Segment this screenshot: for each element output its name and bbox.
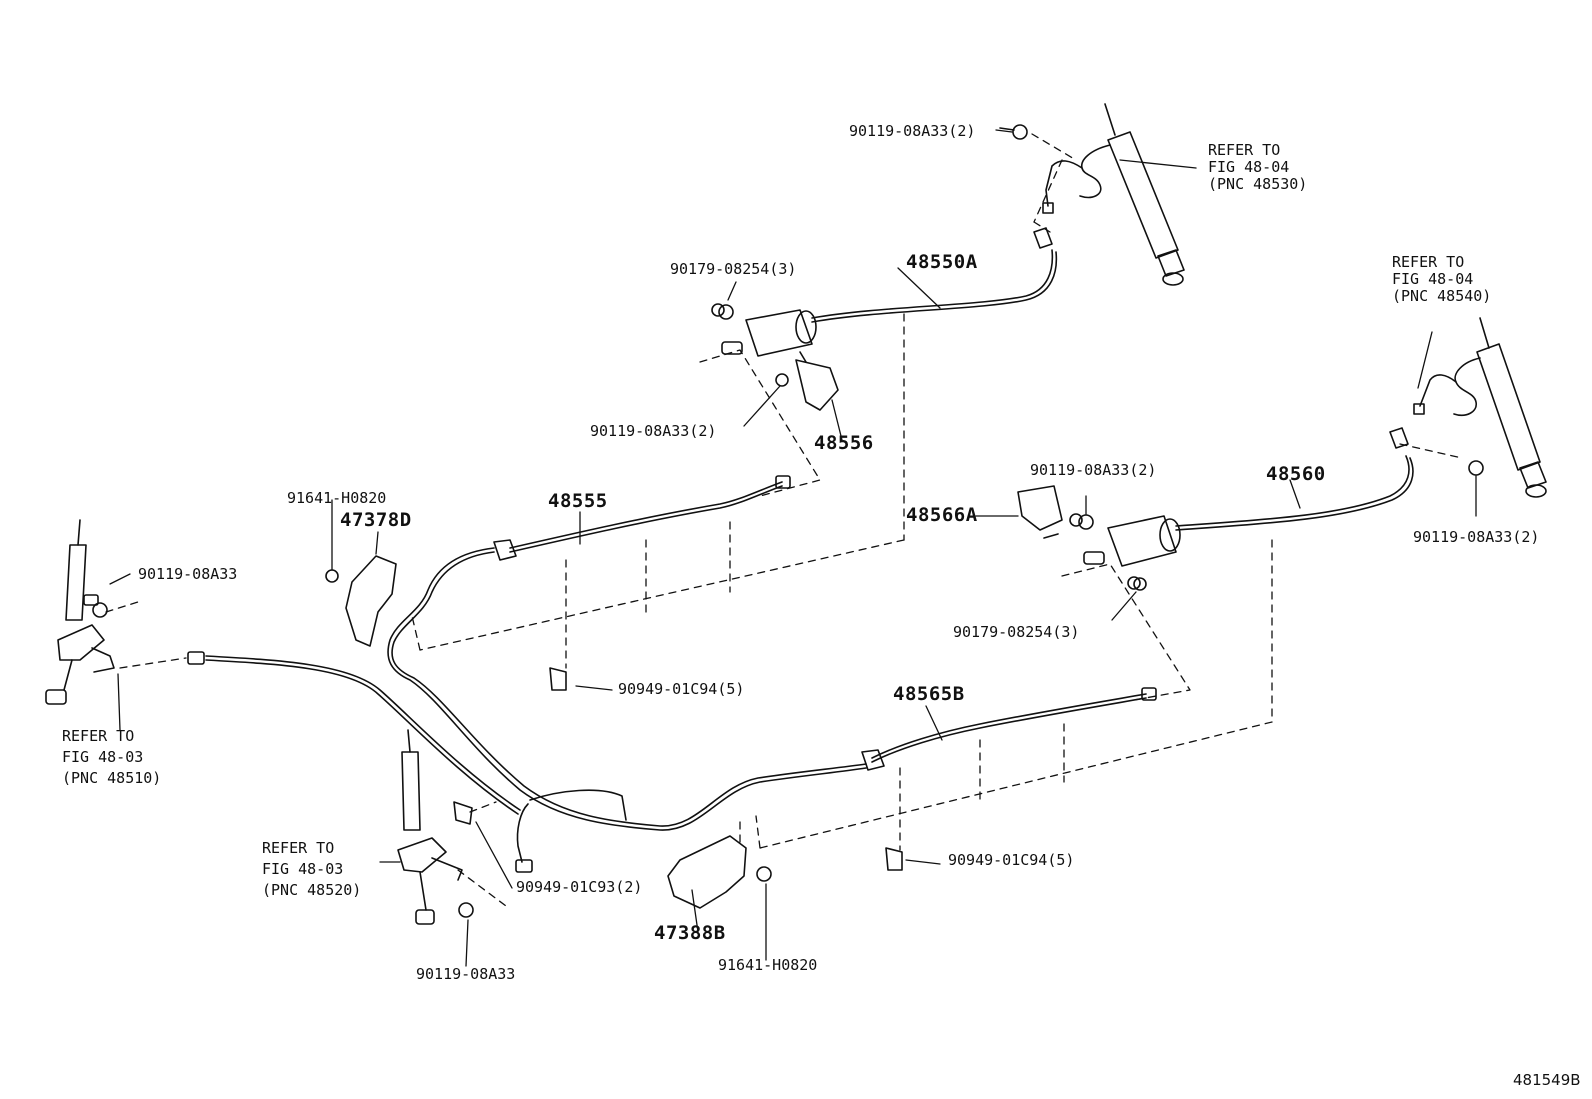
label-48565b[interactable]: 48565B <box>893 683 965 705</box>
height-control-sensor-right <box>1017 485 1181 590</box>
label-90119-08a33-bottom[interactable]: 90119-08A33 <box>416 965 516 983</box>
ref-line: (PNC 48530) <box>1208 175 1308 193</box>
dashed-guide-lines <box>105 133 1463 907</box>
rear-right-shock-absorber <box>1033 103 1185 286</box>
harness-48555 <box>493 475 791 561</box>
ref-line: (PNC 48540) <box>1392 287 1492 305</box>
label-48566a[interactable]: 48566A <box>906 504 978 526</box>
rear-left-shock-absorber <box>1389 317 1547 498</box>
main-harness <box>187 547 867 873</box>
ref-line: REFER TO <box>1208 141 1281 159</box>
label-90179-08254-3-top[interactable]: 90179-08254(3) <box>670 260 797 278</box>
leader-lines <box>109 129 1477 967</box>
label-48560[interactable]: 48560 <box>1266 463 1326 485</box>
refer-to-fig-48-04-pnc-48530[interactable]: REFER TO FIG 48-04 (PNC 48530) <box>1208 142 1307 193</box>
label-48556[interactable]: 48556 <box>814 432 874 454</box>
ref-line: (PNC 48520) <box>262 881 362 899</box>
label-48555[interactable]: 48555 <box>548 490 608 512</box>
label-90949-01c93-2[interactable]: 90949-01C93(2) <box>516 878 643 896</box>
refer-to-fig-48-03-pnc-48510[interactable]: REFER TO FIG 48-03 (PNC 48510) <box>62 726 161 789</box>
label-47388b[interactable]: 47388B <box>654 922 726 944</box>
front-left-shock-absorber <box>45 519 115 705</box>
label-90119-08a33-2-mid[interactable]: 90119-08A33(2) <box>590 422 717 440</box>
protector-47388b <box>667 835 747 909</box>
illustration-code: 481549B <box>1513 1071 1581 1089</box>
label-90119-08a33-left[interactable]: 90119-08A33 <box>138 565 238 583</box>
front-right-shock-absorber <box>397 729 463 925</box>
ref-line: (PNC 48510) <box>62 769 162 787</box>
label-90179-08254-3-right[interactable]: 90179-08254(3) <box>953 623 1080 641</box>
fasteners <box>92 124 1484 918</box>
refer-to-fig-48-03-pnc-48520[interactable]: REFER TO FIG 48-03 (PNC 48520) <box>262 838 361 901</box>
harness-48550a <box>811 249 1054 319</box>
harness-48560-outline <box>1175 457 1414 531</box>
ref-line: REFER TO <box>262 839 335 857</box>
label-90949-01c94-5-a[interactable]: 90949-01C94(5) <box>618 680 745 698</box>
height-control-sensor-upper <box>711 303 839 411</box>
label-90119-08a33-2-top[interactable]: 90119-08A33(2) <box>849 122 976 140</box>
protector-47378d <box>345 555 397 647</box>
label-91641-h0820-bottom[interactable]: 91641-H0820 <box>718 956 818 974</box>
label-90119-08a33-2-rmid[interactable]: 90119-08A33(2) <box>1030 461 1157 479</box>
ref-line: FIG 48-03 <box>62 748 144 766</box>
label-48550a[interactable]: 48550A <box>906 251 978 273</box>
ref-line: REFER TO <box>1392 253 1465 271</box>
ref-line: FIG 48-04 <box>1392 270 1474 288</box>
refer-to-fig-48-04-pnc-48540[interactable]: REFER TO FIG 48-04 (PNC 48540) <box>1392 254 1491 305</box>
harness-48550a-outline <box>811 251 1058 323</box>
harness-48565b <box>861 687 1157 771</box>
label-91641-h0820-left[interactable]: 91641-H0820 <box>287 489 387 507</box>
ref-line: FIG 48-04 <box>1208 158 1290 176</box>
label-90119-08a33-2-right[interactable]: 90119-08A33(2) <box>1413 528 1540 546</box>
ref-line: FIG 48-03 <box>262 860 344 878</box>
label-47378d[interactable]: 47378D <box>340 509 412 531</box>
harness-48560 <box>1175 455 1410 527</box>
label-90949-01c94-5-b[interactable]: 90949-01C94(5) <box>948 851 1075 869</box>
ref-line: REFER TO <box>62 727 135 745</box>
